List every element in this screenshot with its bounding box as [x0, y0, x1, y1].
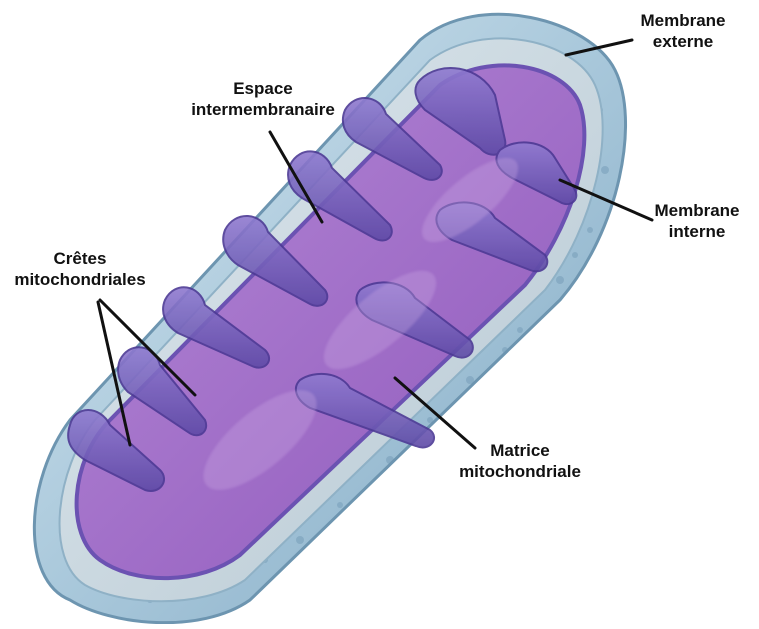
- label-espace-intermembranaire: Espace intermembranaire: [168, 78, 358, 120]
- label-membrane-interne-line1: Membrane: [642, 200, 752, 221]
- label-membrane-externe: Membrane externe: [628, 10, 738, 52]
- label-cretes-line1: Crêtes: [0, 248, 160, 269]
- label-matrice-mitochondriale: Matrice mitochondriale: [440, 440, 600, 482]
- label-cretes-mitochondriales: Crêtes mitochondriales: [0, 248, 160, 290]
- label-espace-line2: intermembranaire: [168, 99, 358, 120]
- label-matrice-line2: mitochondriale: [440, 461, 600, 482]
- label-espace-line1: Espace: [168, 78, 358, 99]
- label-matrice-line1: Matrice: [440, 440, 600, 461]
- label-membrane-interne-line2: interne: [642, 221, 752, 242]
- label-cretes-line2: mitochondriales: [0, 269, 160, 290]
- label-membrane-externe-line1: Membrane: [628, 10, 738, 31]
- label-membrane-interne: Membrane interne: [642, 200, 752, 242]
- label-membrane-externe-line2: externe: [628, 31, 738, 52]
